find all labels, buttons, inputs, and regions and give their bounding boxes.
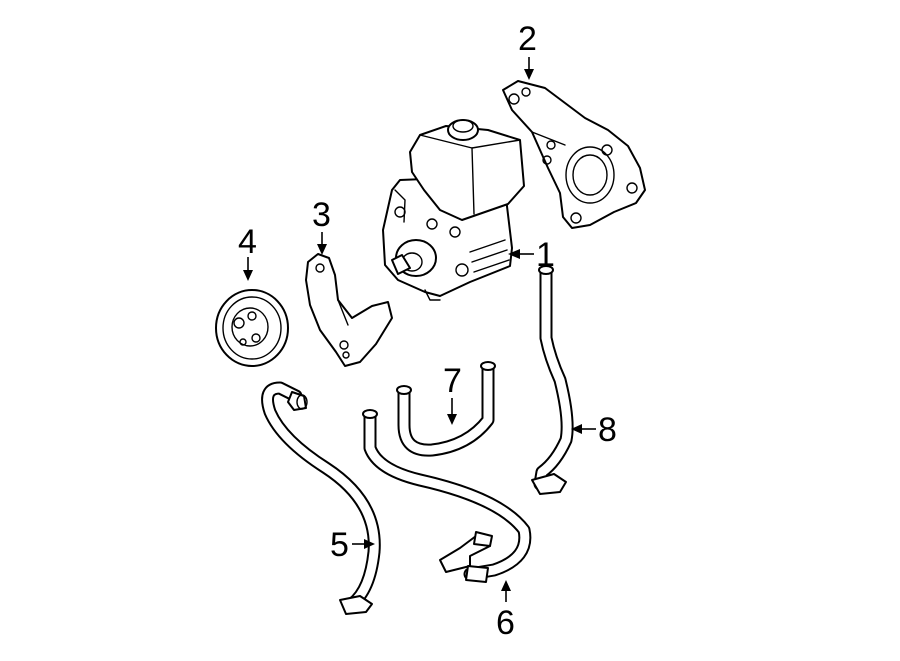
pressure-hose	[261, 381, 381, 615]
callout-number-8: 8	[598, 411, 617, 449]
callout-number-4: 4	[238, 223, 257, 261]
pump-brace	[305, 253, 393, 367]
callout-number-5: 5	[330, 526, 349, 564]
power-steering-pump	[382, 119, 525, 301]
callout-number-6: 6	[496, 604, 515, 642]
callout-number-7: 7	[443, 362, 462, 400]
callout-number-3: 3	[312, 196, 331, 234]
reservoir-hose	[531, 265, 574, 495]
callout-leaders	[243, 57, 596, 602]
callout-number-1: 1	[536, 236, 555, 274]
callout-number-2: 2	[518, 20, 537, 58]
mounting-bracket	[502, 80, 646, 229]
return-hose	[396, 361, 496, 457]
cooler-hose	[362, 409, 532, 583]
pump-pulley	[215, 289, 289, 367]
